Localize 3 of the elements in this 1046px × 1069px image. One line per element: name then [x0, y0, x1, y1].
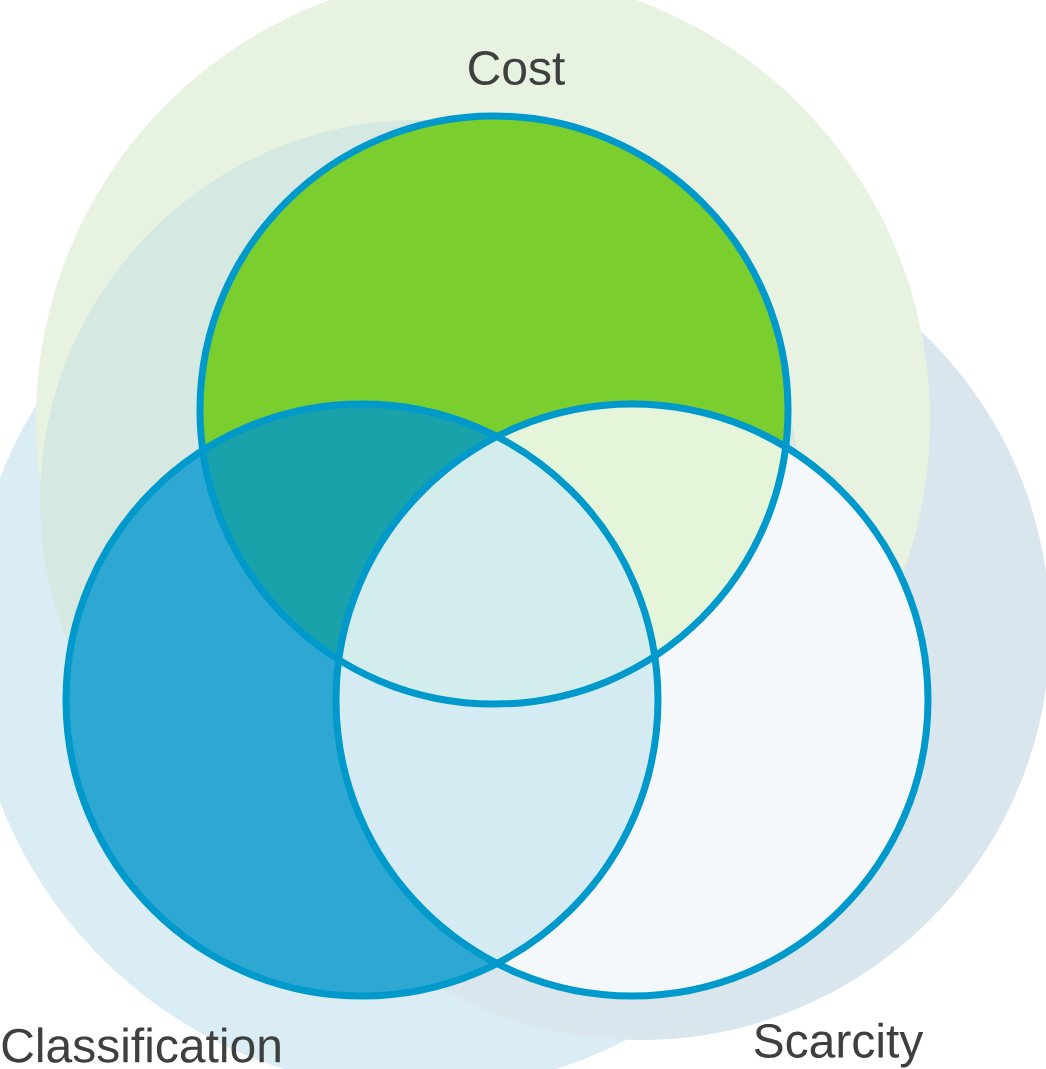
node-label: Cost — [469, 51, 565, 85]
node-label: Scarcity — [754, 1022, 924, 1068]
node-label: Classification — [2, 1027, 280, 1063]
